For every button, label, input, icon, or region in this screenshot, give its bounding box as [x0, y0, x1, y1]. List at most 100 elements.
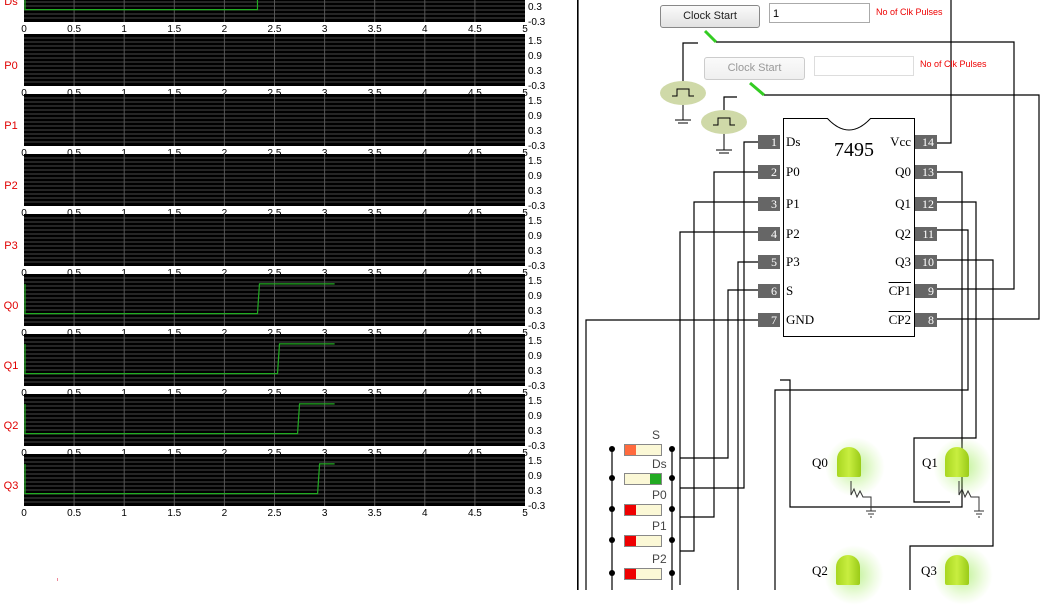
- resistor-ground-icon: [850, 481, 876, 518]
- x-tick-label: 3.5: [368, 449, 382, 459]
- y-tick-label: -0.3: [528, 501, 546, 512]
- waveform-plot-q3: [24, 454, 525, 506]
- pin-9: 9: [915, 284, 937, 298]
- x-tick-label: 2.5: [267, 508, 282, 519]
- junction-dot: [669, 506, 675, 512]
- switch-knob[interactable]: [625, 445, 636, 455]
- led-label-q1: Q1: [922, 455, 938, 470]
- x-tick-label: 0: [21, 449, 27, 459]
- x-tick-label: 4: [422, 329, 428, 339]
- x-tick-label: 1.5: [167, 269, 181, 279]
- junction-dot: [669, 446, 675, 452]
- x-tick-label: 3: [322, 449, 328, 459]
- y-tick-label: 1.5: [528, 36, 542, 47]
- switch-knob[interactable]: [625, 569, 636, 579]
- x-tick-label: 1.5: [167, 389, 181, 399]
- x-tick-label: 2.5: [268, 389, 282, 399]
- y-tick-label: 1.5: [528, 336, 542, 347]
- trace-ds: [24, 0, 259, 11]
- pulse-generator-1: [660, 81, 706, 124]
- toggle-switch-s[interactable]: [624, 444, 662, 456]
- x-tick-label: 2.5: [268, 149, 282, 159]
- y-tick-label: 1.5: [528, 456, 542, 467]
- x-tick-label: 1: [121, 24, 127, 35]
- x-tick-label: 0.5: [67, 89, 81, 99]
- x-tick-label: 3: [322, 149, 328, 159]
- switch-knob[interactable]: [650, 474, 661, 484]
- pin-6: 6: [758, 284, 780, 298]
- x-tick-label: 2.5: [268, 269, 282, 279]
- x-tick-label: 0.5: [67, 24, 82, 35]
- y-tick-label: 0.9: [528, 231, 542, 242]
- x-tick-label: 3.5: [368, 389, 382, 399]
- switch-label-p1: P1: [652, 519, 667, 533]
- x-tick-label: 4: [422, 449, 428, 459]
- pin-10: 10: [915, 255, 937, 269]
- x-tick-label: 1.5: [167, 89, 181, 99]
- junction-dot: [669, 475, 675, 481]
- switch-knob[interactable]: [625, 505, 636, 515]
- y-tick-label: 0.3: [528, 126, 542, 137]
- x-tick-label: 4.5: [468, 89, 482, 99]
- clock-start-button-2[interactable]: Clock Start: [704, 57, 805, 80]
- waveform-plot-p0: [24, 34, 525, 86]
- x-tick-label: 1: [121, 269, 127, 279]
- wire-vcc: [937, 0, 952, 144]
- x-axis-p3: 00.511.522.533.544.55: [21, 269, 528, 280]
- x-tick-label: 1.5: [167, 149, 181, 159]
- y-tick-label: -0.3: [528, 201, 546, 212]
- trace-q2: [24, 403, 335, 435]
- x-tick-label: 1.5: [167, 449, 181, 459]
- x-tick-label: 5: [522, 88, 528, 99]
- switch-label-p2: P2: [652, 552, 667, 566]
- clock-pulses-input-2[interactable]: [814, 56, 914, 76]
- x-tick-label: 0: [21, 24, 27, 35]
- circuit-wiring: [577, 0, 1040, 590]
- wire-clock2-cp2: [764, 94, 1040, 320]
- clock-start-button-1[interactable]: Clock Start: [660, 5, 760, 28]
- x-tick-label: 0.5: [67, 209, 81, 219]
- signal-label-p1: P1: [4, 120, 18, 132]
- x-tick-label: 2.5: [268, 89, 282, 99]
- x-tick-label: 4.5: [468, 149, 482, 159]
- pin-label-vcc: Vcc: [890, 134, 911, 149]
- x-tick-label: 0: [21, 89, 27, 99]
- junction-dot: [609, 570, 615, 576]
- pin-label-q1: Q1: [895, 196, 911, 211]
- wire-q3: [909, 259, 994, 590]
- x-tick-label: 4: [422, 389, 428, 399]
- wire-p3: [737, 261, 758, 590]
- pin-label-gnd: GND: [786, 312, 815, 327]
- pin-label-q3: Q3: [895, 254, 911, 269]
- clock-pulses-label-1: No of Clk Pulses: [876, 7, 943, 17]
- x-tick-label: 4.5: [468, 449, 482, 459]
- switch-knob[interactable]: [625, 536, 636, 546]
- clock-pulses-input-1[interactable]: 1: [769, 3, 870, 23]
- x-tick-label: 2: [221, 508, 228, 519]
- waveform-plot-p2: [24, 154, 525, 206]
- x-tick-label: 3: [321, 24, 328, 35]
- y-tick-label: 0.9: [528, 111, 542, 122]
- y-tick-label: 1.5: [528, 216, 542, 227]
- x-tick-label: 3.5: [367, 508, 382, 519]
- toggle-switch-p2[interactable]: [624, 568, 662, 580]
- wire-q0: [780, 171, 963, 508]
- x-tick-label: 1.5: [167, 508, 182, 519]
- junction-dot: [669, 570, 675, 576]
- toggle-switch-p0[interactable]: [624, 504, 662, 516]
- x-tick-label: 2: [221, 24, 228, 35]
- toggle-switch-ds[interactable]: [624, 473, 662, 485]
- x-tick-label: 0.5: [67, 269, 81, 279]
- y-tick-label: 0.9: [528, 351, 542, 362]
- switch-label-s: S: [652, 428, 661, 442]
- x-tick-label: 1.5: [167, 329, 181, 339]
- x-tick-label: 3.5: [368, 209, 382, 219]
- x-tick-label: 3: [322, 329, 328, 339]
- x-tick-label: 1: [121, 449, 127, 459]
- led-q1: [945, 447, 969, 477]
- x-axis-p0: 00.511.522.533.544.55: [21, 88, 528, 100]
- waveform-plot-q2: [24, 394, 525, 446]
- toggle-switch-p1[interactable]: [624, 535, 662, 547]
- trace-q0: [24, 283, 335, 315]
- y-tick-label: 0.9: [528, 471, 542, 482]
